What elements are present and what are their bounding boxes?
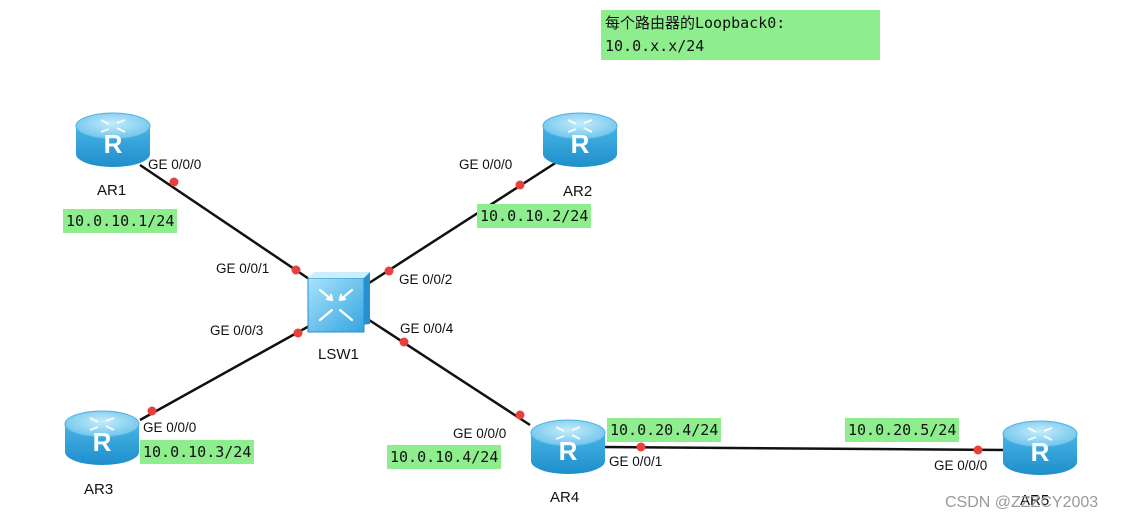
port-label-lsw1-g4: GE 0/0/4 — [400, 321, 454, 336]
link-ar4-ar5 — [599, 445, 1006, 452]
ip-label-ar3: 10.0.10.3/24 — [140, 440, 255, 464]
ip-label-ar4: 10.0.10.4/24 — [387, 445, 502, 469]
device-name-ar4: AR4 — [550, 489, 580, 506]
ip-label-ar1: 10.0.10.1/24 — [63, 209, 178, 233]
device-name-ar3: AR3 — [84, 481, 114, 498]
port-label-lsw1-g3: GE 0/0/3 — [210, 323, 264, 338]
watermark: CSDN @ZZZCY2003 — [945, 494, 1099, 511]
port-dot-lsw1-g3 — [293, 328, 303, 338]
router-icon[interactable] — [75, 112, 151, 168]
device-name-lsw1: LSW1 — [318, 346, 359, 363]
ip-label-ar5: 10.0.20.5/24 — [845, 418, 960, 442]
links — [139, 158, 1006, 452]
ip-label-ar2: 10.0.10.2/24 — [477, 204, 592, 228]
ip-label-ar4-g1: 10.0.20.4/24 — [607, 418, 722, 442]
device-name-ar5: AR5 — [1020, 492, 1050, 509]
port-dot-ar5 — [973, 445, 983, 455]
port-dot-ar1 — [169, 177, 179, 187]
port-dots — [147, 177, 983, 455]
port-label-lsw1-g2: GE 0/0/2 — [399, 272, 453, 287]
port-label-ar1: GE 0/0/0 — [148, 157, 202, 172]
port-dot-lsw1-g2 — [384, 266, 394, 276]
router-icon[interactable] — [64, 410, 140, 466]
port-label-ar5: GE 0/0/0 — [934, 458, 988, 473]
router-icon[interactable] — [1002, 420, 1078, 476]
link-ar3-lsw1 — [139, 318, 321, 422]
loopback-note-line1: 每个路由器的Loopback0: — [605, 14, 786, 32]
link-ar2-lsw1 — [365, 158, 561, 287]
loopback-note-line2: 10.0.x.x/24 — [605, 37, 705, 55]
device-name-ar2: AR2 — [563, 183, 593, 200]
port-dot-ar3 — [147, 406, 157, 416]
router-icon[interactable] — [542, 112, 618, 168]
port-label-ar4-g1: GE 0/0/1 — [609, 454, 663, 469]
port-dot-ar4-g1 — [636, 442, 646, 452]
switch-icon[interactable] — [307, 272, 370, 333]
port-dot-ar2 — [515, 180, 525, 190]
device-name-ar1: AR1 — [97, 182, 127, 199]
port-label-lsw1-g1: GE 0/0/1 — [216, 261, 270, 276]
port-dot-ar4 — [515, 410, 525, 420]
port-dot-lsw1-g1 — [291, 265, 301, 275]
link-ar1-lsw1 — [139, 163, 319, 287]
router-icon[interactable] — [530, 419, 606, 475]
port-label-ar2: GE 0/0/0 — [459, 157, 513, 172]
port-label-ar3: GE 0/0/0 — [143, 420, 197, 435]
port-dot-lsw1-g4 — [399, 337, 409, 347]
link-ar4-lsw1 — [365, 316, 531, 427]
loopback-note: 每个路由器的Loopback0: 10.0.x.x/24 — [601, 10, 880, 60]
port-label-ar4: GE 0/0/0 — [453, 426, 507, 441]
